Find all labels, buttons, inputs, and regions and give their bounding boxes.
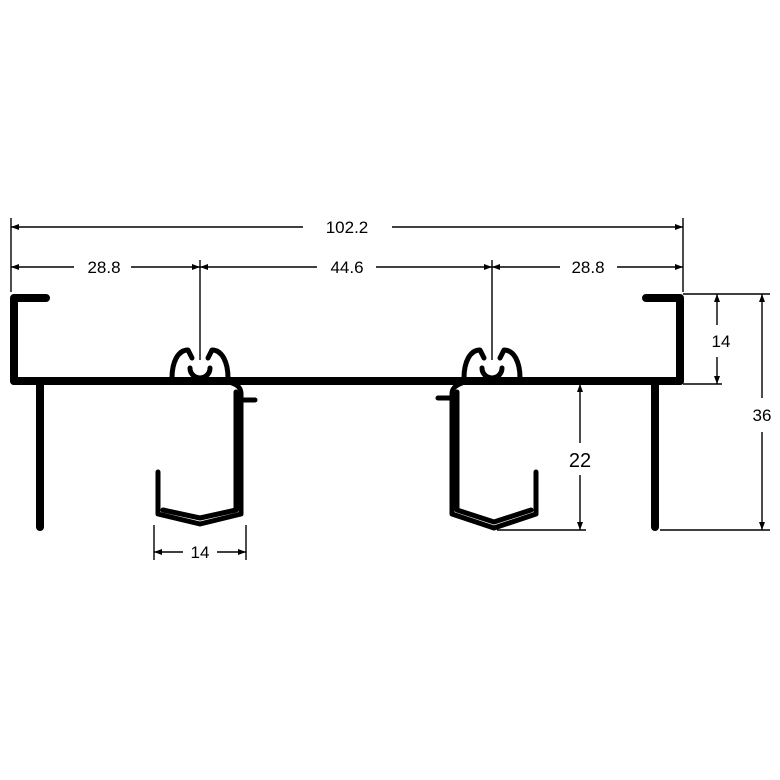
- lip-height-label: 14: [712, 332, 731, 351]
- hook-width-dimension: 14: [153, 525, 247, 562]
- height-dimensions: 14 36: [660, 293, 772, 531]
- hook-width-label: 14: [191, 543, 210, 562]
- overall-width-label: 102.2: [326, 218, 369, 237]
- left-spacing-label: 28.8: [87, 258, 120, 277]
- spacing-dimensions: 28.8 44.6 28.8: [11, 258, 683, 360]
- track-profile: [10, 294, 684, 531]
- hook-depth-label: 22: [569, 450, 591, 472]
- center-spacing-label: 44.6: [330, 258, 363, 277]
- hook-depth-dimension: 22: [497, 383, 591, 531]
- total-height-label: 36: [753, 406, 772, 425]
- right-spacing-label: 28.8: [571, 258, 604, 277]
- overall-width-dimension: 102.2: [10, 218, 684, 292]
